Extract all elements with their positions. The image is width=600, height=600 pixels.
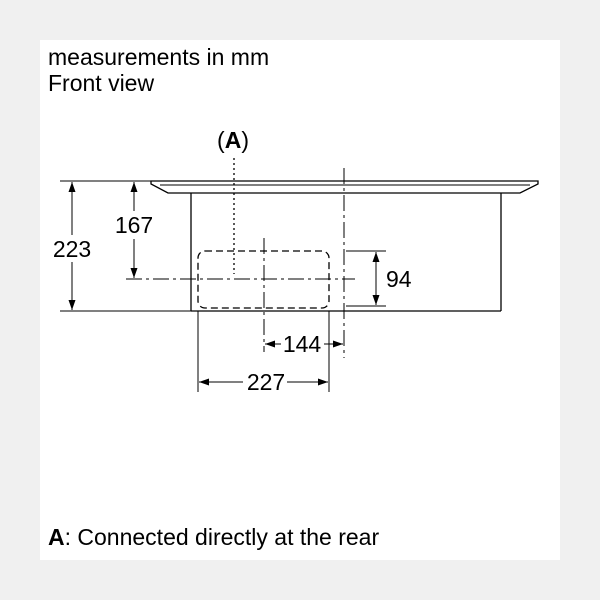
units-note: measurements in mm (48, 44, 270, 70)
cooktop-plate (150, 180, 539, 194)
duct-height-value: 94 (386, 266, 412, 292)
duct-width-value: 227 (247, 369, 285, 395)
center-offset-value: 144 (283, 331, 322, 357)
footnote-text: : Connected directly at the rear (64, 524, 380, 550)
extension-lines (60, 180, 386, 392)
header: measurements in mm Front view (48, 44, 269, 96)
housing-body (190, 193, 502, 312)
view-label: Front view (48, 70, 155, 96)
depth-to-centerline-value: 167 (115, 212, 153, 238)
dimension-center-offset: 144 (265, 331, 343, 357)
footnote-key: A (48, 524, 65, 550)
overall-height-value: 223 (53, 236, 91, 262)
connection-label: (A) (217, 127, 249, 153)
dimension-duct-width: 227 (199, 369, 328, 395)
dimension-depth-to-centerline: 167 (115, 182, 153, 278)
dimension-overall-height: 223 (53, 182, 91, 310)
drawing-card (40, 40, 560, 560)
footnote: A: Connected directly at the rear (48, 524, 379, 551)
dimension-duct-height: 94 (372, 252, 412, 305)
center-lines (126, 168, 355, 358)
